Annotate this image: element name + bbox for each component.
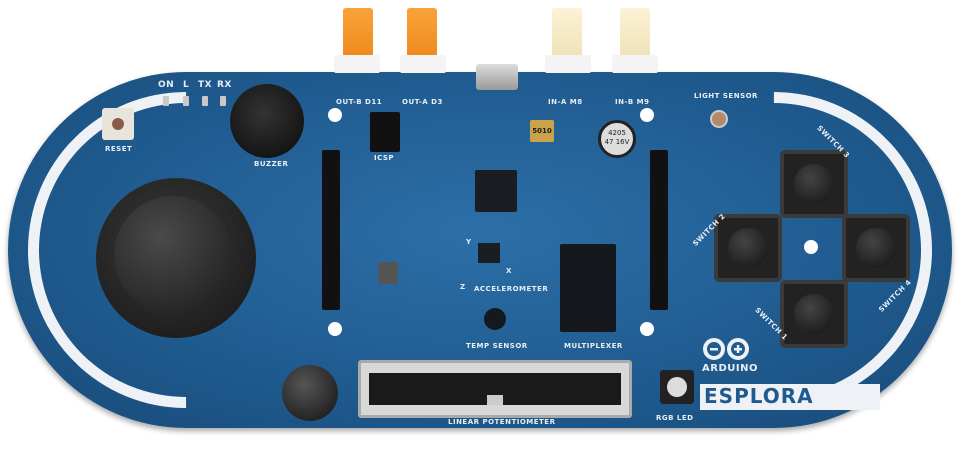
rgb-led [660,370,694,404]
microphone [282,365,338,421]
switch-2-button[interactable] [714,214,782,282]
out-b-header [334,55,380,73]
tx-label: TX [198,80,213,90]
out-a-connector[interactable] [407,8,437,58]
esplora-banner [700,384,880,410]
buzzer [230,84,304,158]
microcontroller-chip [475,170,517,212]
reset-label: RESET [105,145,133,153]
rgb-led-label: RGB LED [656,414,694,422]
mounting-hole [328,108,342,122]
led-l [183,96,189,106]
multiplexer-chip [560,244,616,332]
in-a-connector[interactable] [552,8,582,58]
right-pin-header[interactable] [650,150,668,310]
rx-label: RX [217,80,232,90]
in-b-connector[interactable] [620,8,650,58]
light-sensor-label: LIGHT SENSOR [694,92,758,100]
accelerometer-chip [478,243,500,263]
mounting-hole [640,322,654,336]
mounting-hole [328,322,342,336]
l-label: L [183,80,190,90]
usb-port[interactable] [476,64,518,90]
reset-button[interactable] [102,108,134,140]
axis-y-label: Y [466,238,472,246]
slider-knob[interactable] [487,395,503,405]
axis-z-label: Z [460,283,466,291]
arduino-logo-icon [703,338,749,360]
arduino-brand: ARDUINO [702,363,758,374]
buzzer-label: BUZZER [254,160,289,168]
inductor: 5010 [530,120,554,142]
smd-component [378,262,398,284]
capacitor-voltage: 16V [615,138,630,146]
led-on [163,96,169,106]
mounting-hole [640,108,654,122]
esplora-title: ESPLORA [704,384,814,408]
icsp-header[interactable] [370,112,400,152]
out-a-header [400,55,446,73]
switch-1-button[interactable] [780,280,848,348]
out-b-label: OUT-B D11 [336,98,383,106]
on-label: ON [158,80,175,90]
led-tx [202,96,208,106]
capacitor-code: 4205 [608,129,626,137]
in-b-header [612,55,658,73]
linear-potentiometer[interactable] [358,360,632,418]
out-b-connector[interactable] [343,8,373,58]
left-pin-header[interactable] [322,150,340,310]
linear-potentiometer-label: LINEAR POTENTIOMETER [448,418,556,426]
temp-sensor [484,308,506,330]
mounting-hole [804,240,818,254]
out-a-label: OUT-A D3 [402,98,443,106]
joystick[interactable] [96,178,256,338]
multiplexer-label: MULTIPLEXER [564,342,623,350]
accelerometer-label: ACCELEROMETER [474,285,549,293]
capacitor-value: 47 [604,138,614,146]
temp-sensor-label: TEMP SENSOR [466,342,528,350]
axis-x-label: X [506,267,512,275]
icsp-label: ICSP [374,154,395,162]
in-a-label: IN-A M8 [548,98,583,106]
switch-4-button[interactable] [842,214,910,282]
light-sensor [710,110,728,128]
led-rx [220,96,226,106]
in-b-label: IN-B M9 [615,98,650,106]
in-a-header [545,55,591,73]
switch-3-button[interactable] [780,150,848,218]
